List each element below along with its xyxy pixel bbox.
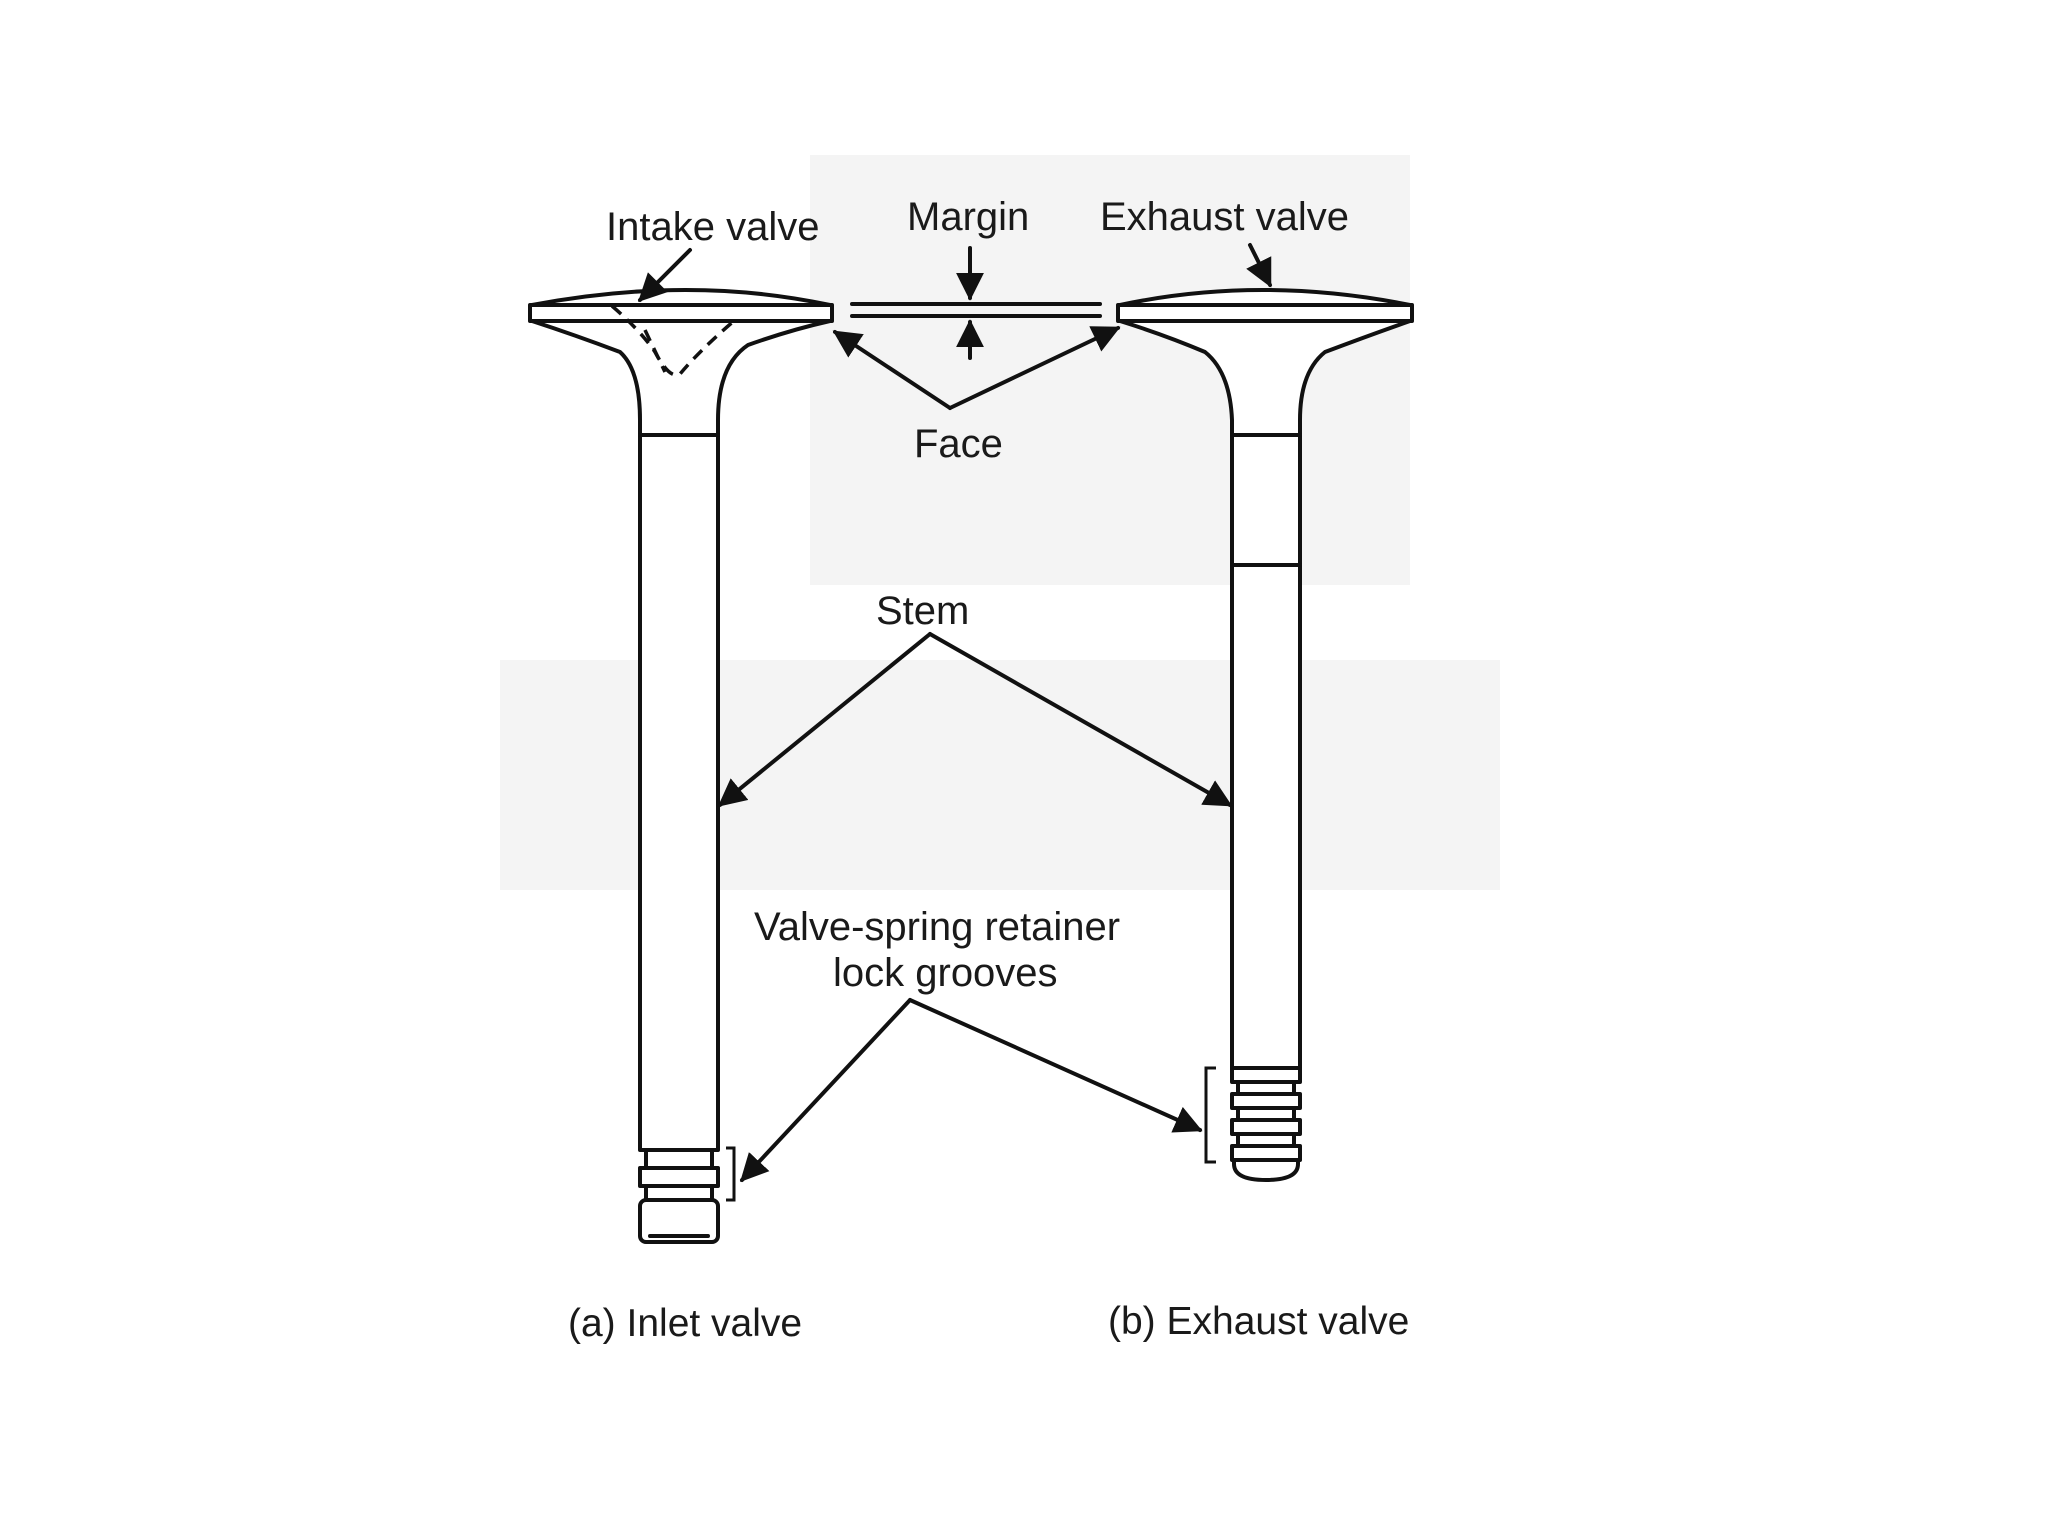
exhaust-valve-caption: (b) Exhaust valve <box>1108 1300 1409 1343</box>
intake-valve-label: Intake valve <box>606 205 819 249</box>
lock-grooves-label-line1: Valve-spring retainer <box>754 905 1120 949</box>
exhaust-valve-label: Exhaust valve <box>1100 195 1349 239</box>
inlet-valve-caption: (a) Inlet valve <box>568 1302 802 1345</box>
face-label: Face <box>914 422 1003 466</box>
lock-grooves-label-line2: lock grooves <box>833 951 1058 995</box>
margin-label: Margin <box>907 195 1029 239</box>
margin-indicator <box>850 246 1102 360</box>
stem-label: Stem <box>876 589 969 633</box>
leader-lines <box>638 243 1272 1183</box>
exhaust-valve-drawing <box>1116 288 1414 1182</box>
